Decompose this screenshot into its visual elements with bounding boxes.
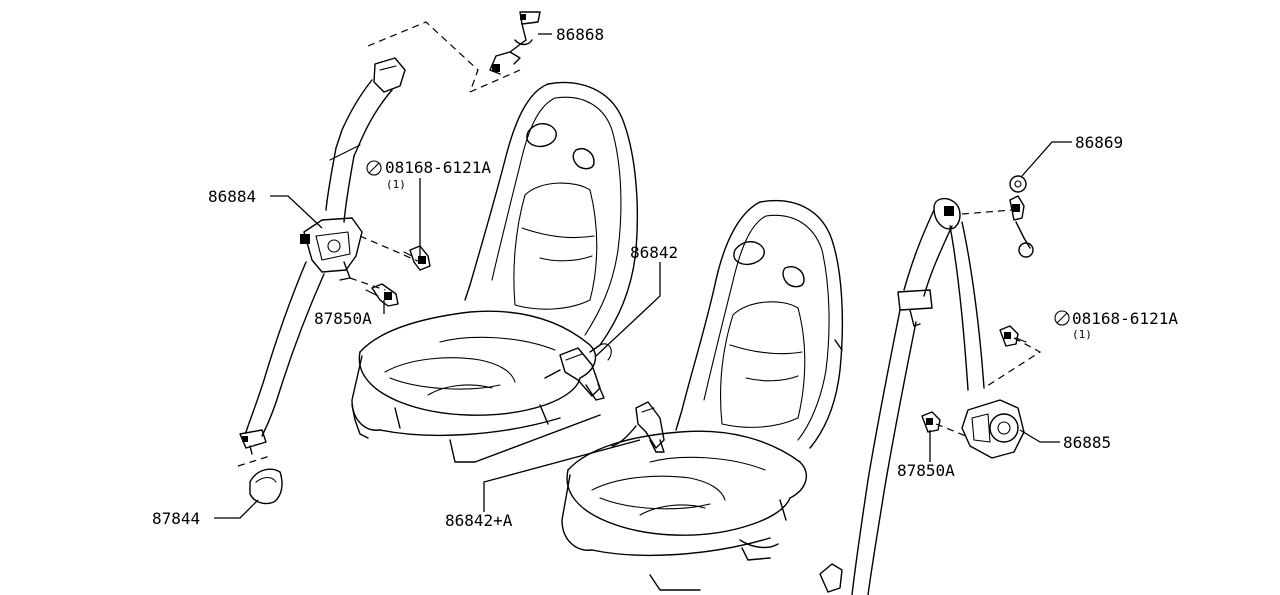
washer-symbol-right (1054, 310, 1070, 326)
label-86842a: 86842+A (445, 511, 513, 530)
right-belt (819, 197, 1042, 595)
label-86842: 86842 (630, 243, 678, 262)
label-87850a-right: 87850A (897, 461, 955, 480)
part-86869 (1009, 175, 1034, 258)
part-86868 (489, 11, 541, 75)
buckle-86842a (611, 401, 665, 453)
leader-lines (214, 33, 1072, 519)
label-86869: 86869 (1075, 133, 1123, 152)
label-87844: 87844 (152, 509, 200, 528)
label-86885: 86885 (1063, 433, 1111, 452)
label-08168-right: 08168-6121A (1072, 309, 1178, 328)
bolt-08168-right (999, 325, 1027, 347)
label-87850a-left: 87850A (314, 309, 372, 328)
right-seat (561, 200, 844, 591)
label-86868: 86868 (556, 25, 604, 44)
label-86884: 86884 (208, 187, 256, 206)
qty-left: (1) (386, 178, 406, 191)
washer-symbol-left (366, 160, 382, 176)
left-seat (351, 81, 639, 463)
buckle-86842 (544, 343, 612, 401)
label-08168-left: 08168-6121A (385, 158, 491, 177)
bolt-87850a-right (921, 411, 941, 433)
labels: 86868 86884 08168-6121A (1) 87850A 86842… (152, 25, 1178, 530)
bolt-08168-left (403, 245, 431, 271)
bolt-87850a-left (365, 283, 399, 307)
left-belt (237, 21, 521, 505)
qty-right: (1) (1072, 328, 1092, 341)
